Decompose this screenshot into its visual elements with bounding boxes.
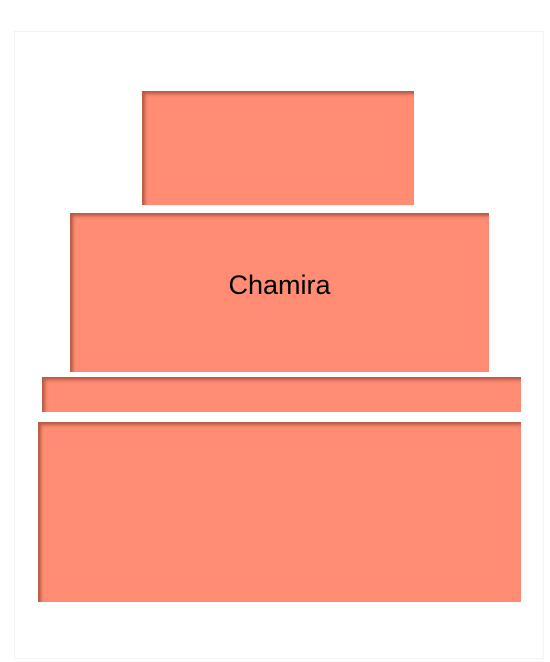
tier-base-block: [38, 422, 521, 602]
tier-top-block: [142, 91, 414, 205]
tier-second-block: Chamira: [70, 213, 489, 372]
tier-third-block: [42, 377, 521, 412]
tier-second-label: Chamira: [228, 270, 331, 300]
